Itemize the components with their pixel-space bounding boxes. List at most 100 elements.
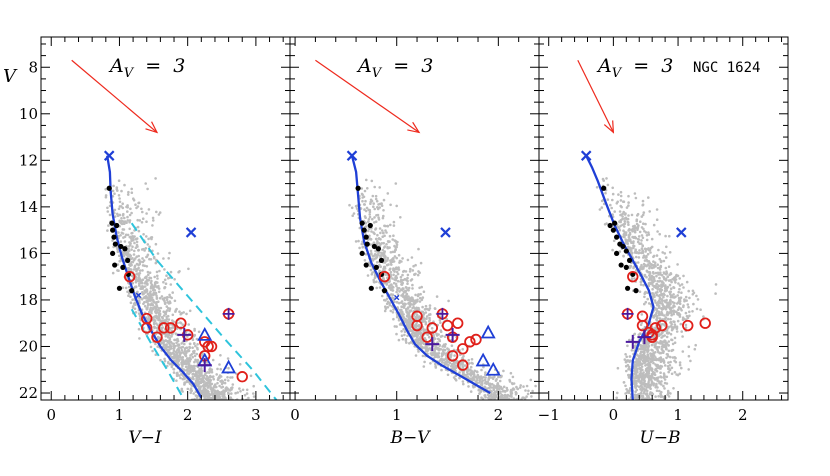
field-star xyxy=(132,236,135,239)
red-circle-marker xyxy=(378,270,391,283)
field-star xyxy=(428,316,431,320)
field-star xyxy=(630,349,634,352)
field-star xyxy=(410,296,414,299)
field-star xyxy=(660,308,664,311)
member-star-black xyxy=(378,257,385,263)
field-star xyxy=(466,372,470,376)
field-star xyxy=(634,410,637,413)
field-star xyxy=(220,392,223,395)
field-star xyxy=(165,305,169,308)
field-star xyxy=(658,389,661,393)
field-star xyxy=(199,381,203,385)
field-star xyxy=(152,291,156,295)
field-star xyxy=(642,392,646,395)
field-star xyxy=(122,252,125,256)
field-star xyxy=(649,352,652,355)
field-star xyxy=(122,254,126,258)
field-star xyxy=(637,235,641,238)
field-star xyxy=(137,201,141,205)
field-star xyxy=(153,326,156,330)
field-star xyxy=(196,401,199,404)
field-star xyxy=(249,374,253,378)
field-star xyxy=(652,351,656,355)
field-star xyxy=(118,259,121,263)
field-star xyxy=(625,355,628,359)
field-star xyxy=(659,317,662,321)
field-star xyxy=(509,401,512,404)
field-star xyxy=(367,220,370,223)
field-star xyxy=(134,311,138,314)
panel-3 xyxy=(577,60,718,413)
field-star xyxy=(210,390,214,393)
field-star xyxy=(375,242,379,245)
plus-marker xyxy=(621,307,634,320)
field-star xyxy=(656,263,659,267)
field-star xyxy=(640,403,643,406)
field-star xyxy=(240,401,243,404)
x-tick-label: 0 xyxy=(290,406,300,424)
field-star xyxy=(480,376,484,379)
field-star xyxy=(168,334,171,337)
field-star xyxy=(188,345,191,349)
field-star xyxy=(213,383,217,386)
field-star xyxy=(642,283,645,287)
member-star-black xyxy=(363,234,369,240)
field-star xyxy=(519,384,522,387)
field-star xyxy=(373,280,376,284)
field-star xyxy=(509,371,513,375)
field-star xyxy=(645,254,648,258)
field-star xyxy=(126,210,129,213)
blue-x-marker xyxy=(580,150,592,161)
field-star xyxy=(673,336,677,340)
field-star xyxy=(408,301,412,305)
field-star xyxy=(144,296,147,300)
field-star xyxy=(154,311,157,314)
field-star xyxy=(651,287,654,291)
field-star xyxy=(492,401,495,404)
field-star xyxy=(625,369,628,373)
field-star xyxy=(635,376,638,379)
member-star-black xyxy=(618,262,624,268)
field-star xyxy=(430,352,434,356)
field-star xyxy=(667,265,671,269)
field-star xyxy=(514,390,518,394)
field-star xyxy=(130,187,133,191)
field-star xyxy=(480,368,483,372)
field-star xyxy=(418,286,421,290)
field-star xyxy=(651,358,654,362)
reddening-arrowhead xyxy=(145,121,159,134)
field-star xyxy=(168,307,172,311)
field-star xyxy=(406,320,410,324)
field-star xyxy=(427,335,431,339)
field-star xyxy=(650,237,654,241)
field-star xyxy=(646,404,649,407)
field-star xyxy=(395,284,398,288)
field-star xyxy=(642,265,646,268)
field-star xyxy=(384,307,388,311)
field-star xyxy=(659,375,662,378)
field-star xyxy=(638,367,642,371)
field-star xyxy=(217,376,220,380)
reddening-arrowhead xyxy=(603,120,615,134)
field-star xyxy=(634,196,638,200)
field-star xyxy=(382,241,386,245)
field-star xyxy=(241,388,245,392)
field-star xyxy=(176,361,179,365)
field-star xyxy=(188,309,192,313)
field-star xyxy=(252,395,256,398)
field-star xyxy=(404,270,408,273)
field-star xyxy=(382,252,386,255)
field-star xyxy=(370,230,373,233)
field-star xyxy=(134,267,138,271)
field-star xyxy=(650,348,653,352)
field-star xyxy=(630,213,634,217)
field-star xyxy=(365,206,369,210)
field-star xyxy=(657,400,660,403)
field-star xyxy=(669,287,673,291)
field-star xyxy=(664,403,667,406)
field-star xyxy=(604,191,607,195)
field-star xyxy=(401,257,404,260)
member-star-black xyxy=(109,220,115,226)
field-star xyxy=(656,266,660,270)
field-star xyxy=(138,337,141,340)
